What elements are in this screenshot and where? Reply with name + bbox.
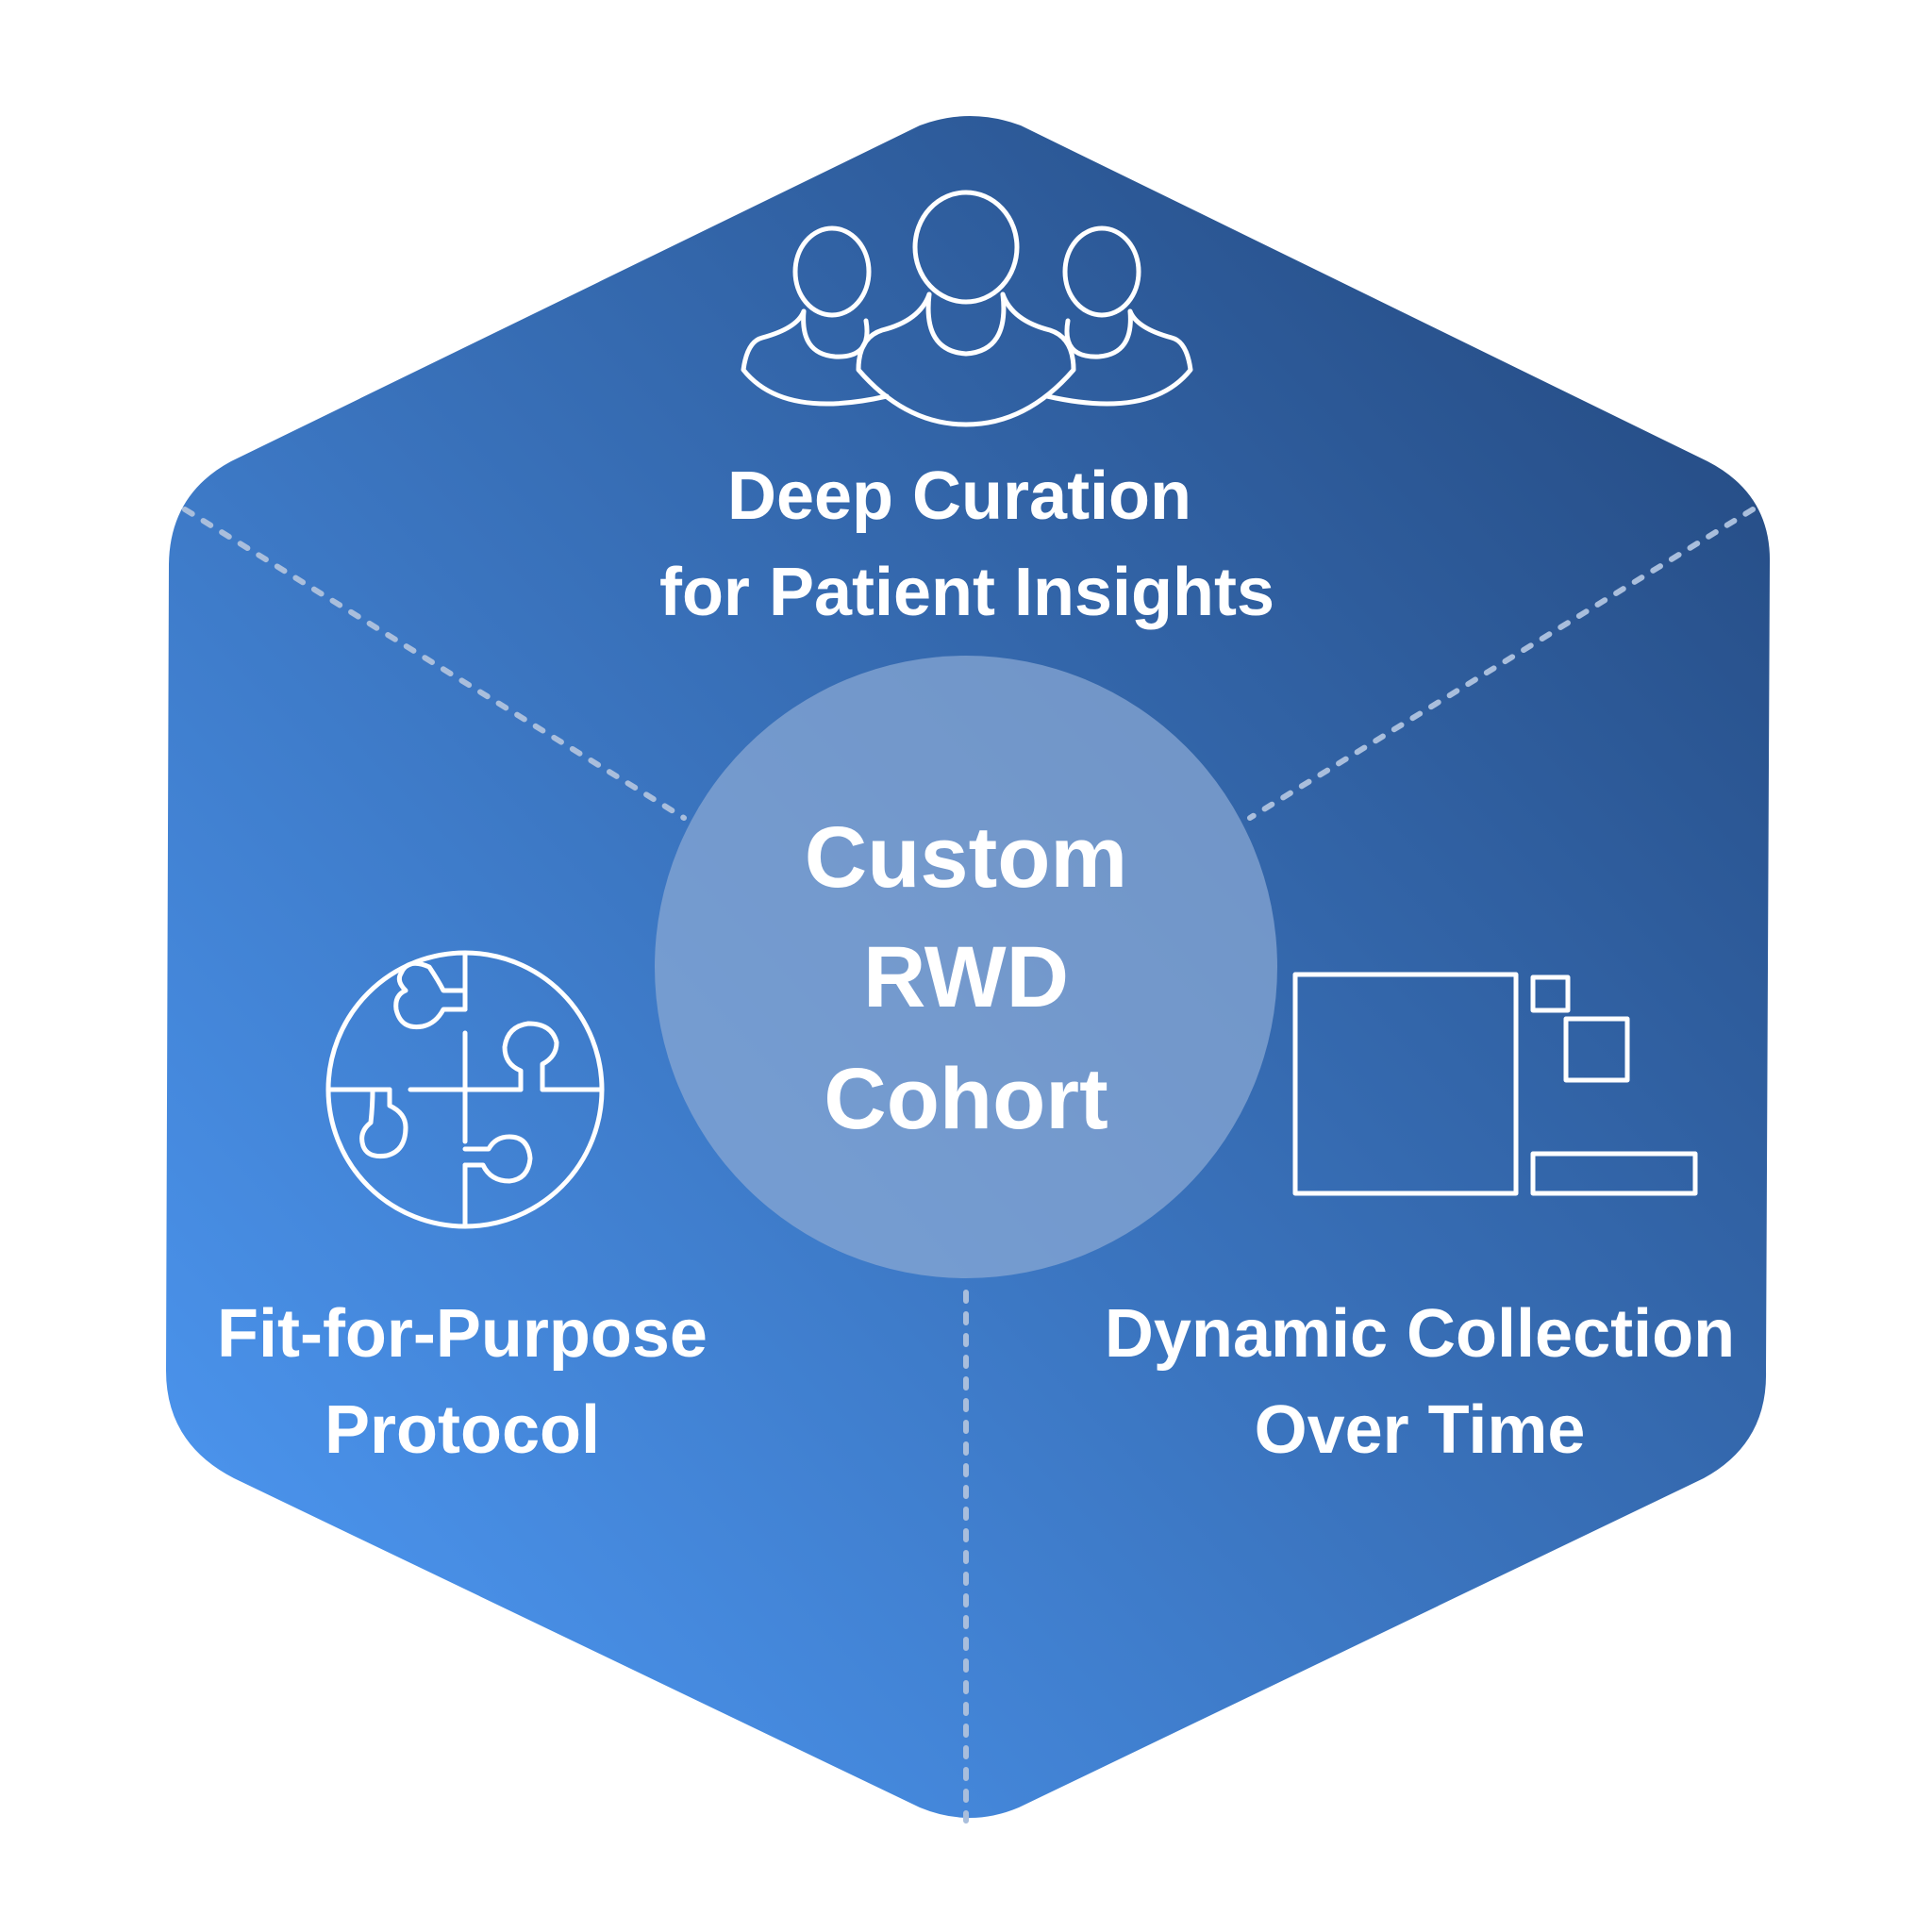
center-title-line-3: Cohort — [824, 1051, 1108, 1147]
section-dividers — [182, 507, 1756, 1824]
top-section-line-2: for Patient Insights — [659, 555, 1274, 630]
top-section-line-1: Deep Curation — [727, 458, 1191, 534]
center-title-line-1: Custom — [805, 809, 1127, 906]
puzzle-circle-icon — [325, 950, 605, 1229]
left-section-line-1: Fit-for-Purpose — [217, 1296, 708, 1372]
people-group-icon — [741, 190, 1193, 427]
center-title-line-2: RWD — [863, 929, 1069, 1025]
right-section-line-2: Over Time — [1255, 1392, 1586, 1468]
right-section-line-1: Dynamic Collection — [1105, 1296, 1735, 1372]
left-section-line-2: Protocol — [325, 1392, 600, 1468]
growing-squares-icon — [1292, 972, 1698, 1196]
divider-left — [182, 507, 687, 821]
center-circle — [655, 656, 1277, 1278]
